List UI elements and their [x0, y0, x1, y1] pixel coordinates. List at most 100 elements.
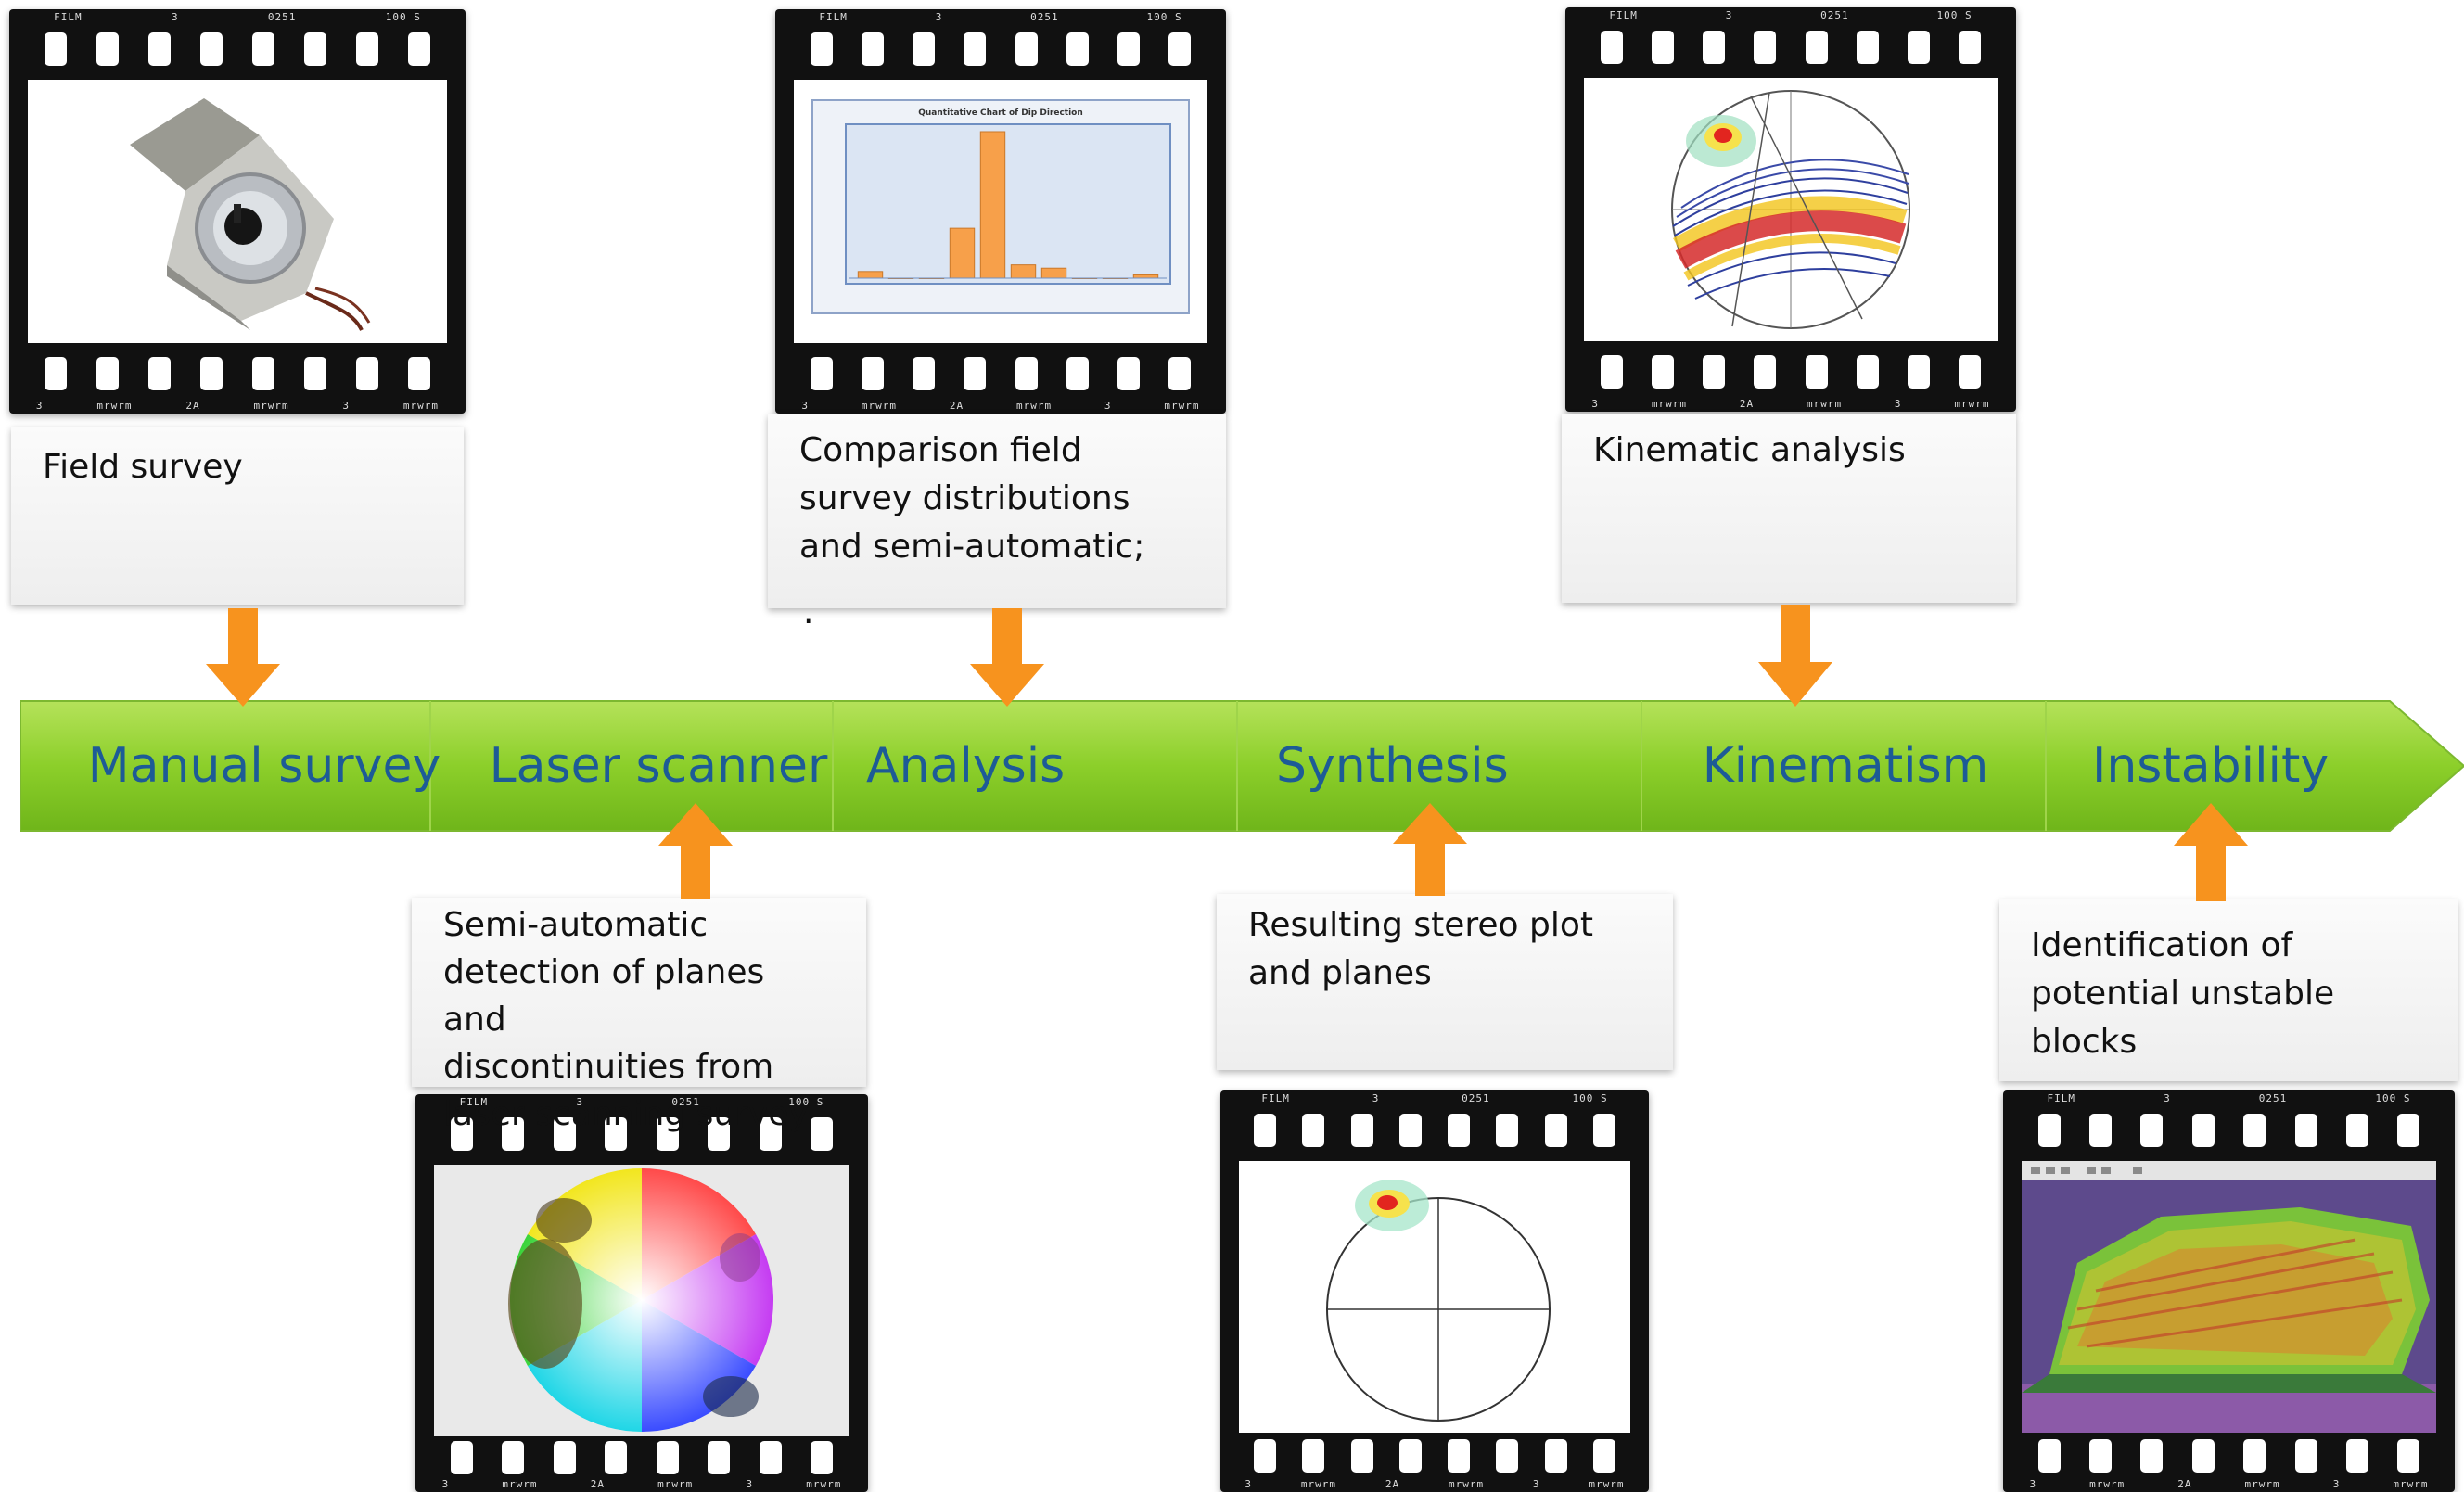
dip-direction-histogram: Quantitative Chart of Dip Direction: [794, 80, 1207, 343]
film-sprocket-holes: [775, 24, 1226, 74]
sprocket-hole: [2243, 1114, 2266, 1147]
sprocket-hole: [2140, 1439, 2164, 1473]
sprocket-hole: [2089, 1114, 2113, 1147]
sprocket-hole: [2345, 1114, 2368, 1147]
sprocket-hole: [408, 32, 430, 66]
sprocket-hole: [1703, 355, 1726, 389]
caption-kinematic-analysis: Kinematic analysis: [1562, 414, 2016, 603]
sprocket-hole: [861, 32, 884, 66]
sprocket-hole: [2294, 1114, 2317, 1147]
sprocket-hole: [252, 32, 274, 66]
sprocket-hole: [1448, 1114, 1471, 1147]
sprocket-hole: [2397, 1439, 2420, 1473]
sprocket-hole: [1117, 357, 1141, 390]
sprocket-hole: [96, 32, 119, 66]
sprocket-hole: [1168, 32, 1192, 66]
sprocket-hole: [2089, 1439, 2113, 1473]
sprocket-hole: [1350, 1439, 1373, 1473]
film-sprocket-holes: [9, 349, 466, 399]
histogram-bar: [857, 271, 884, 279]
sprocket-hole: [1350, 1114, 1373, 1147]
sprocket-hole: [811, 1441, 834, 1474]
film-sprocket-holes: [2003, 1105, 2455, 1155]
kinematic-stereonet-image: [1584, 78, 1998, 341]
sprocket-hole: [1651, 355, 1674, 389]
sprocket-hole: [1959, 355, 1982, 389]
down-arrow-icon: [970, 608, 1044, 707]
film-sprocket-holes: [415, 1433, 868, 1483]
caption-field-survey: Field survey: [11, 427, 464, 605]
sprocket-hole: [1959, 31, 1982, 64]
histogram-bar: [1040, 267, 1067, 279]
sprocket-hole: [1117, 32, 1141, 66]
stage-analysis: Analysis: [866, 738, 1066, 794]
sprocket-hole: [450, 1441, 473, 1474]
sprocket-hole: [1254, 1114, 1277, 1147]
sprocket-hole: [450, 1117, 473, 1151]
sprocket-hole: [1254, 1439, 1277, 1473]
stage-instability: Instability: [2092, 738, 2330, 794]
sprocket-hole: [356, 32, 378, 66]
sprocket-hole: [1015, 357, 1038, 390]
sprocket-hole: [304, 32, 326, 66]
sprocket-hole: [810, 357, 833, 390]
sprocket-hole: [1168, 357, 1192, 390]
stage-kinematism: Kinematism: [1702, 738, 1989, 794]
stereo-plot-image: [1239, 1161, 1630, 1433]
sprocket-hole: [1651, 31, 1674, 64]
up-arrow-icon: [2174, 803, 2248, 901]
sprocket-hole: [2397, 1114, 2420, 1147]
sprocket-hole: [356, 357, 378, 390]
sprocket-hole: [1805, 31, 1828, 64]
film-sprocket-holes: [1220, 1431, 1649, 1481]
sprocket-hole: [708, 1117, 731, 1151]
sprocket-hole: [96, 357, 119, 390]
up-arrow-icon: [658, 803, 733, 899]
sprocket-hole: [45, 357, 67, 390]
sprocket-hole: [964, 32, 987, 66]
sprocket-hole: [2037, 1439, 2061, 1473]
timeline-bar: [20, 700, 2464, 832]
sprocket-hole: [1066, 32, 1089, 66]
sprocket-hole: [1908, 355, 1931, 389]
sprocket-hole: [252, 357, 274, 390]
sprocket-hole: [1754, 355, 1777, 389]
histogram-bar: [1010, 264, 1037, 279]
up-arrow-icon: [1393, 803, 1467, 896]
sprocket-hole: [759, 1117, 782, 1151]
sprocket-hole: [1805, 355, 1828, 389]
sprocket-hole: [553, 1117, 576, 1151]
sprocket-hole: [1496, 1114, 1519, 1147]
sprocket-hole: [913, 32, 936, 66]
sprocket-hole: [1302, 1114, 1325, 1147]
sprocket-hole: [2140, 1114, 2164, 1147]
sprocket-hole: [1544, 1114, 1567, 1147]
film-sprocket-holes: [1220, 1105, 1649, 1155]
stage-manual-survey: Manual survey: [87, 738, 441, 794]
film-sprocket-holes: [775, 349, 1226, 399]
sprocket-hole: [2294, 1439, 2317, 1473]
sprocket-hole: [200, 32, 223, 66]
sprocket-hole: [1856, 31, 1879, 64]
sprocket-hole: [1600, 355, 1623, 389]
sprocket-hole: [1592, 1114, 1615, 1147]
sprocket-hole: [1754, 31, 1777, 64]
sprocket-hole: [810, 32, 833, 66]
sprocket-hole: [1703, 31, 1726, 64]
sprocket-hole: [502, 1441, 525, 1474]
sprocket-hole: [1496, 1439, 1519, 1473]
sprocket-hole: [1544, 1439, 1567, 1473]
